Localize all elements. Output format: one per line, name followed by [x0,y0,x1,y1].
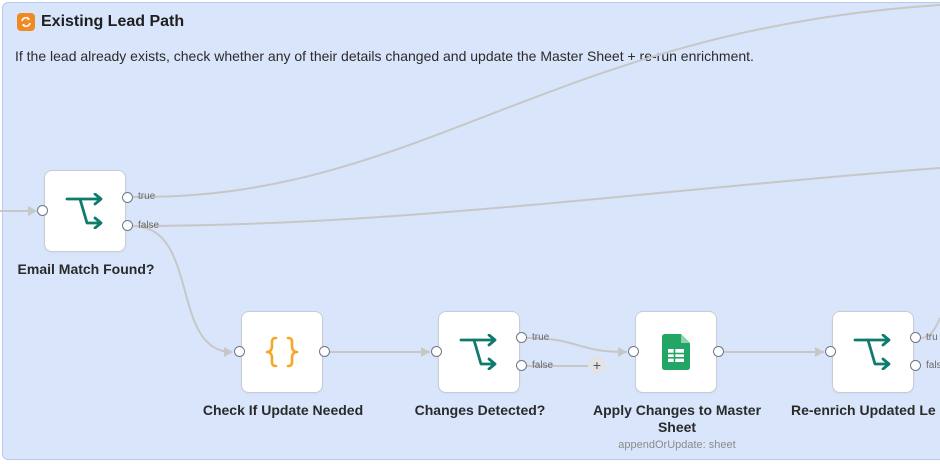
node-label: Re-enrich Updated Le [791,402,936,418]
if-branch-icon [65,193,103,229]
node-apply-changes-to-master-sheet[interactable] [635,311,717,393]
output-port-false[interactable] [910,360,921,371]
if-branch-icon [459,334,497,370]
node-check-if-update-needed[interactable] [241,311,323,393]
node-label-line1: Apply Changes to Master [592,402,762,418]
output-port[interactable] [319,346,330,357]
edge-false-right [132,167,940,227]
port-label-true: true [532,332,550,343]
edge-true-up [132,4,940,199]
output-port-false[interactable] [516,360,527,371]
node-changes-detected[interactable] [438,311,520,393]
arrow-incoming [28,206,37,216]
arrow-check [224,347,233,357]
node-email-match-found[interactable] [44,170,126,252]
arrow-reenrich [815,347,824,357]
edge-reenrich-out [920,317,940,339]
sticky-title: Existing Lead Path [17,11,184,33]
node-subtitle: appendOrUpdate: sheet [618,439,736,451]
edge-false-down [132,225,233,353]
node-label: Changes Detected? [414,402,546,418]
code-braces-icon [265,336,299,368]
port-label-false: false [138,220,160,231]
arrow-apply [618,347,627,357]
output-port-true[interactable] [122,192,133,203]
port-label-true: tru [926,332,938,343]
input-port[interactable] [825,346,836,357]
input-port[interactable] [37,205,48,216]
output-port[interactable] [713,346,724,357]
port-label-false: false [532,360,554,371]
node-label: Check If Update Needed [202,402,364,418]
sticky-description: If the lead already exists, check whethe… [15,48,754,64]
node-label-line2: Sheet [657,419,697,435]
input-port[interactable] [431,346,442,357]
output-port-true[interactable] [910,332,921,343]
port-label-false: fals [926,360,940,371]
output-port-true[interactable] [516,332,527,343]
if-branch-icon [853,334,891,370]
google-sheets-icon [662,334,690,370]
arrow-changes [421,347,430,357]
port-label-true: true [138,191,156,202]
sticky-title-text: Existing Lead Path [41,13,185,30]
node-reenrich-updated-lead[interactable] [832,311,914,393]
repeat-arrows-icon [17,13,35,31]
add-node-button[interactable]: + [588,356,606,374]
input-port[interactable] [628,346,639,357]
output-port-false[interactable] [122,220,133,231]
input-port[interactable] [234,346,245,357]
node-label: Email Match Found? [17,261,155,277]
edge-changes-true [526,337,628,353]
